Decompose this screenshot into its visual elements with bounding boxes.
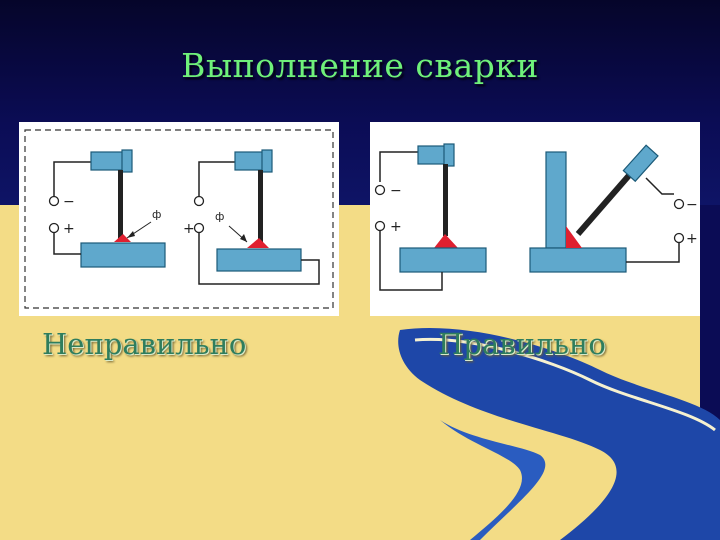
wave-lower (440, 420, 546, 540)
weld-2 (247, 238, 269, 248)
electrode-4 (575, 170, 635, 236)
plus-label-2: + (183, 221, 195, 237)
terminal-minus-4 (673, 198, 685, 210)
holder-4 (622, 144, 659, 183)
correct-diagram-panel: − + − + (370, 122, 700, 316)
figure-3: − + (374, 143, 487, 291)
wave-highlight (414, 337, 716, 432)
angle-symbol-2: ф (215, 210, 224, 223)
electrode-3 (443, 164, 448, 236)
terminal-plus-1 (48, 222, 60, 234)
minus-label-1: − (63, 194, 75, 210)
angle-symbol-1: ф (152, 208, 161, 221)
terminal-minus-3 (374, 184, 386, 196)
plus-label-1: + (63, 221, 75, 237)
figure-1: ф − + (48, 149, 166, 268)
base-plate-4 (529, 247, 627, 273)
correct-welding-diagram: − + − + (374, 143, 698, 291)
minus-label-3: − (390, 183, 402, 199)
plate-3 (399, 247, 487, 273)
plus-label-3: + (390, 219, 402, 235)
slide-title: Выполнение сварки (181, 46, 539, 85)
electrode-1 (118, 170, 123, 242)
weld-3 (434, 234, 458, 248)
vertical-plate-4 (545, 151, 567, 249)
plate-2 (216, 248, 302, 272)
electrode-2 (258, 170, 263, 242)
minus-label-4: − (686, 197, 698, 213)
correct-caption: Правильно (438, 327, 606, 361)
weld-1 (114, 234, 131, 242)
weld-4 (566, 226, 582, 248)
incorrect-welding-diagram: ф − + ф + (24, 129, 334, 309)
incorrect-diagram-panel: ф − + ф + (19, 122, 339, 316)
figure-2: ф + (183, 149, 320, 285)
plus-label-4: + (686, 231, 698, 247)
terminal-plus-4 (673, 232, 685, 244)
plate-1 (80, 242, 166, 268)
terminal-minus-2 (193, 195, 205, 207)
terminal-minus-1 (48, 195, 60, 207)
blue-wave-shape (398, 328, 720, 540)
terminal-plus-2 (193, 222, 205, 234)
dashed-frame (24, 129, 334, 309)
figure-4: − + (529, 144, 698, 273)
terminal-plus-3 (374, 220, 386, 232)
incorrect-caption: Неправильно (42, 327, 247, 361)
